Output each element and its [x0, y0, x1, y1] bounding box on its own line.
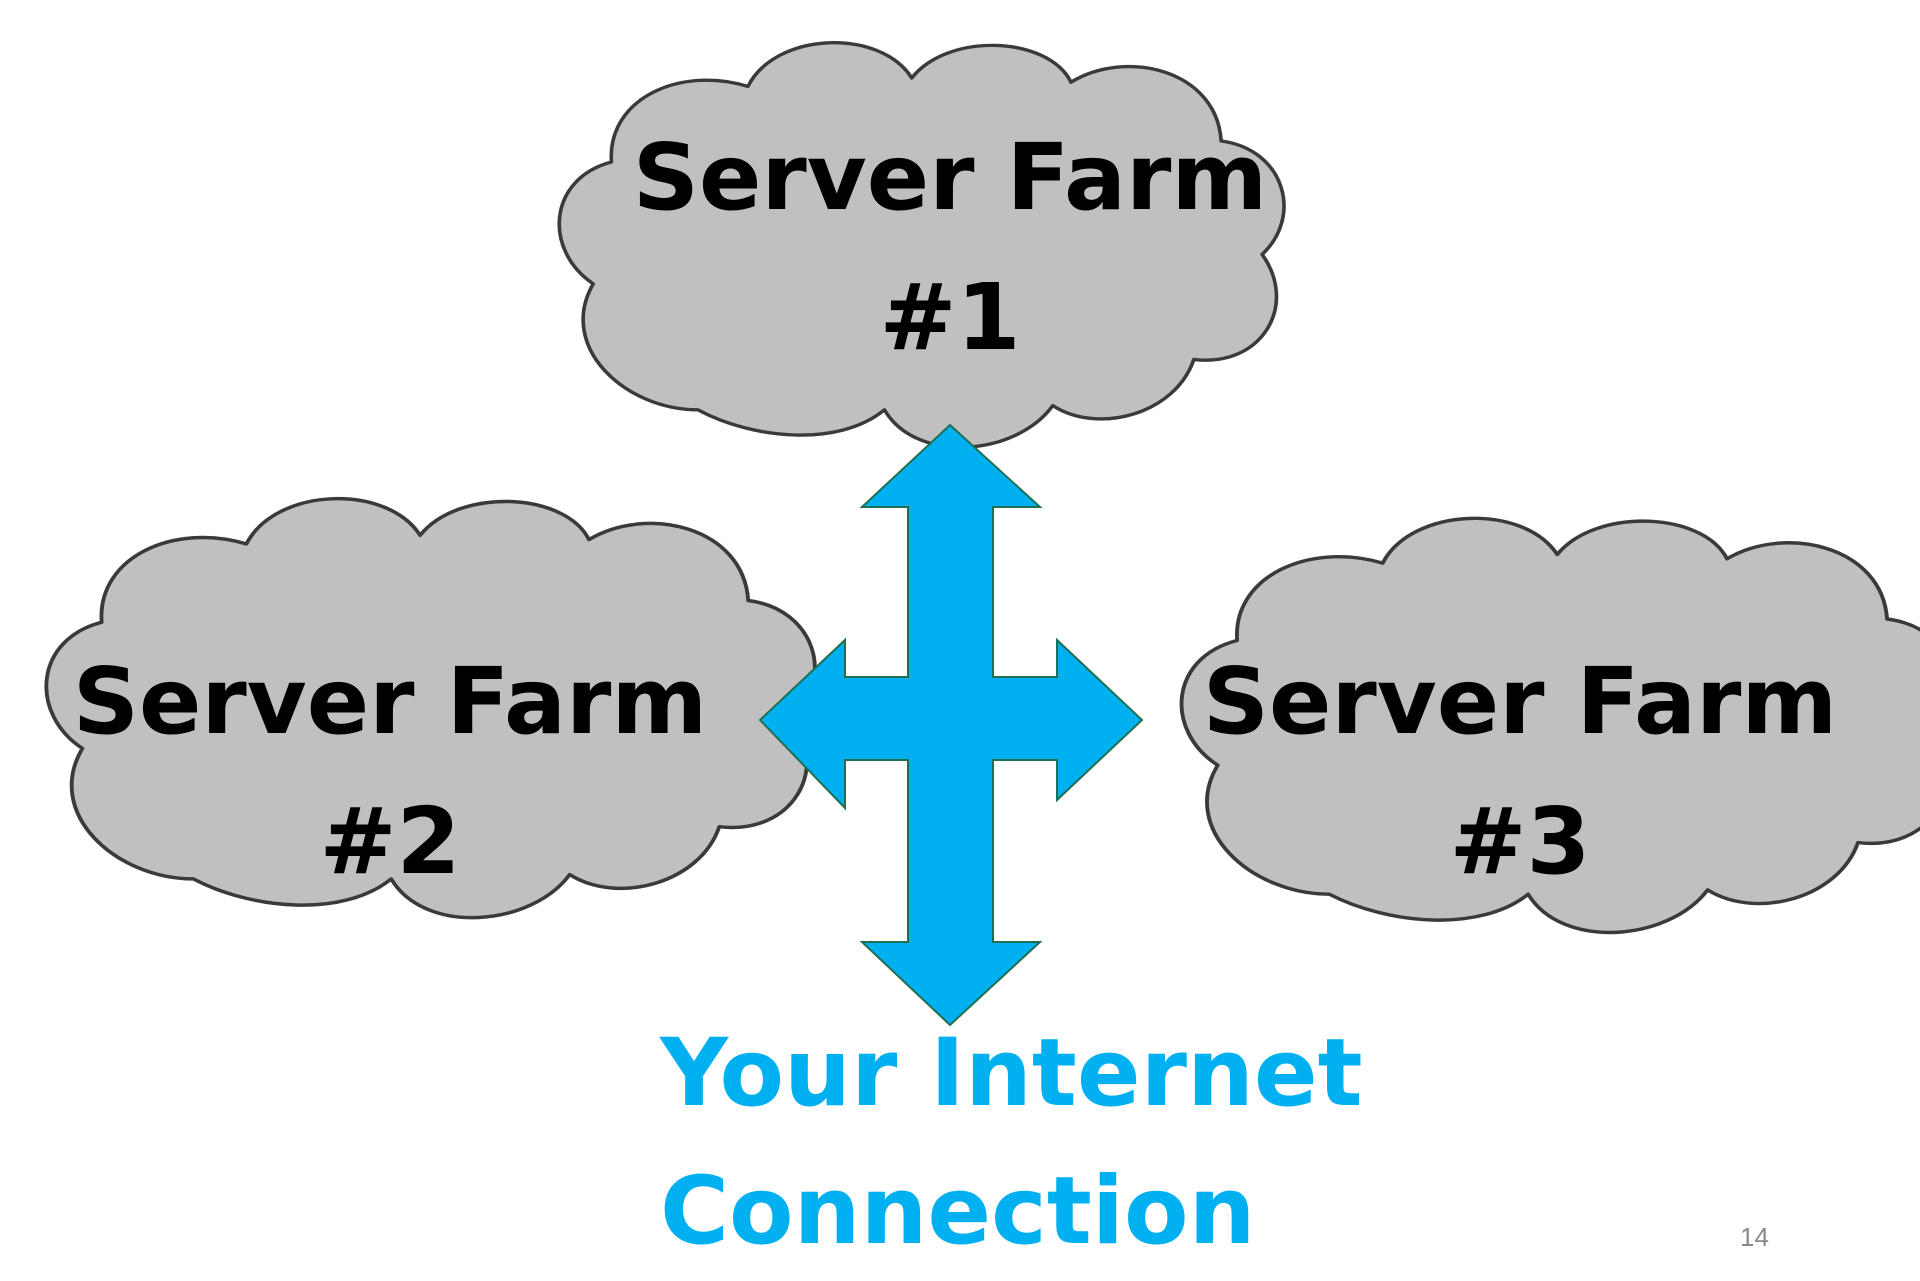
slide-number: 14: [1740, 1222, 1769, 1252]
internet-connection-line-2: Connection: [660, 1157, 1256, 1266]
four-way-arrow-icon: [758, 423, 1144, 1027]
server-farm-3-title: Server Farm: [1202, 648, 1838, 755]
server-farm-2-number: #2: [319, 788, 461, 895]
server-farm-3-number: #3: [1449, 788, 1591, 895]
server-farm-1-label: Server Farm #1: [560, 108, 1340, 388]
slide: Server Farm #1 Server Farm #2 Server Far…: [20, 40, 1920, 1266]
internet-connection-label: Your Internet Connection: [520, 1005, 1420, 1281]
server-farm-1-title: Server Farm: [632, 124, 1268, 231]
diagram-canvas: [44, 40, 1920, 1027]
internet-connection-line-1: Your Internet: [660, 1019, 1363, 1128]
server-farm-3-label: Server Farm #3: [1140, 632, 1900, 912]
server-farm-1-number: #1: [879, 264, 1021, 371]
server-farm-2-label: Server Farm #2: [20, 632, 760, 912]
server-farm-2-title: Server Farm: [72, 648, 708, 755]
